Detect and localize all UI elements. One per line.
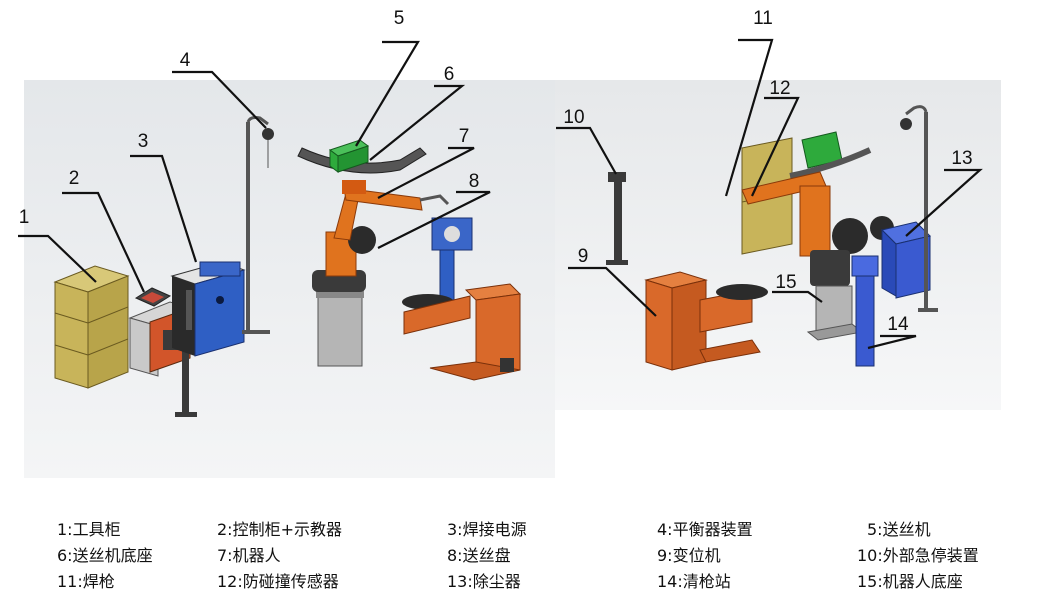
positioner-left (402, 283, 522, 381)
legend-item-3: 3:焊接电源 (447, 520, 527, 539)
callout-line-12 (751, 96, 800, 197)
callout-line-9 (568, 266, 657, 317)
callout-line-2 (62, 191, 145, 293)
callout-9: 9 (578, 246, 589, 267)
robot-base-right (806, 285, 864, 341)
legend-item-14: 14:清枪站 (657, 572, 731, 591)
callout-line-15 (772, 290, 823, 303)
teach-pendant (134, 287, 172, 307)
legend-item-6: 6:送丝机底座 (57, 546, 153, 565)
callout-line-10 (556, 126, 617, 175)
wire-feeder-right (789, 131, 872, 179)
legend-item-8: 8:送丝盘 (447, 546, 511, 565)
legend-item-15: 15:机器人底座 (857, 572, 963, 591)
callout-line-13 (905, 168, 983, 237)
callout-3: 3 (138, 131, 149, 152)
callout-14: 14 (887, 314, 909, 335)
callout-line-5 (355, 40, 420, 147)
legend: 1:工具柜 2:控制柜+示教器 3:焊接电源 4:平衡器装置 5:送丝机 6:送… (0, 510, 1047, 606)
legend-item-4: 4:平衡器装置 (657, 520, 753, 539)
callout-8: 8 (469, 171, 480, 192)
callout-13: 13 (951, 148, 972, 169)
callout-6: 6 (444, 64, 455, 85)
callout-line-6 (369, 84, 466, 161)
balancer-device (242, 116, 274, 334)
callout-line-11 (724, 38, 774, 197)
callout-line-4 (172, 70, 267, 129)
callout-12: 12 (769, 78, 790, 99)
positioner-right (644, 271, 768, 371)
welding-power-source (170, 261, 246, 357)
wire-feeder (328, 139, 370, 173)
robot-right (741, 171, 894, 286)
callout-lines (18, 38, 983, 350)
tool-cabinet (53, 265, 130, 389)
legend-item-1: 1:工具柜 (57, 520, 121, 539)
external-emergency-stop (606, 172, 628, 265)
callout-2: 2 (69, 168, 80, 189)
callout-11: 11 (753, 8, 773, 29)
callout-line-3 (130, 154, 198, 263)
callout-line-1 (18, 234, 97, 283)
legend-item-12: 12:防碰撞传感器 (217, 572, 339, 591)
legend-item-9: 9:变位机 (657, 546, 721, 565)
callout-line-8 (377, 190, 491, 249)
callout-line-14 (867, 334, 917, 350)
dust-collector (881, 221, 931, 299)
legend-item-11: 11:焊枪 (57, 572, 115, 591)
callout-15: 15 (775, 272, 796, 293)
legend-item-7: 7:机器人 (217, 546, 281, 565)
callout-4: 4 (180, 50, 191, 71)
callout-10: 10 (563, 107, 584, 128)
callout-5: 5 (394, 8, 405, 29)
legend-item-10: 10:外部急停装置 (857, 546, 979, 565)
legend-item-2: 2:控制柜+示教器 (217, 520, 342, 539)
callout-1: 1 (19, 207, 30, 228)
legend-item-13: 13:除尘器 (447, 572, 521, 591)
robot-arm (312, 180, 450, 367)
workcell-diagram: 1 2 3 4 5 6 7 8 9 10 11 12 13 14 15 (18, 8, 1001, 478)
callout-line-7 (377, 146, 475, 199)
torch-cleaning-station (851, 255, 879, 367)
callout-7: 7 (459, 126, 470, 147)
balancer-right (900, 105, 938, 312)
legend-item-5: 5:送丝机 (867, 520, 931, 539)
